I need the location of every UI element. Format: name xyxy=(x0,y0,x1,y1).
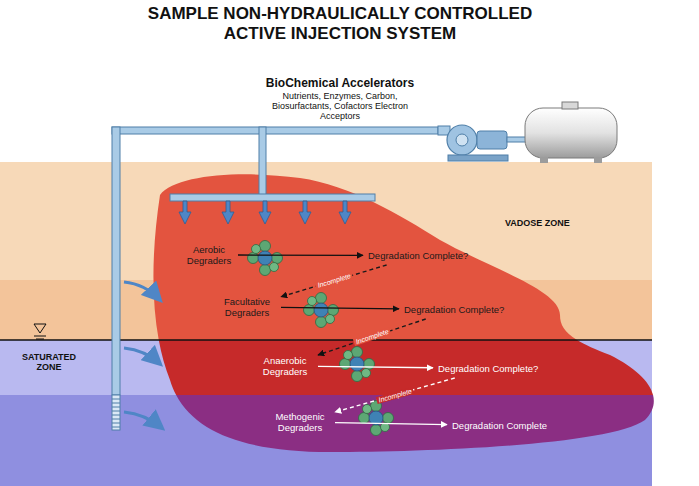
contaminant-molecules xyxy=(248,241,394,436)
injection-flow-arrows xyxy=(124,282,162,428)
well-screen xyxy=(112,395,120,430)
process-arrow xyxy=(318,366,433,367)
pump xyxy=(438,125,527,161)
incomplete-arrow xyxy=(281,265,387,297)
node-text: Degradation Complete? xyxy=(368,250,468,261)
outcome-label: Degradation Complete? xyxy=(402,303,506,316)
diagram-title: SAMPLE NON-HYDRAULICALLY CONTROLLED ACTI… xyxy=(130,4,550,43)
water-table-symbol xyxy=(34,324,46,339)
node-text: Aerobic Degraders xyxy=(185,244,233,266)
spray-nozzles xyxy=(179,201,351,224)
section-heading: BioChemical Accelerators xyxy=(250,77,430,90)
zone-label: SATURATED ZONE xyxy=(18,353,80,373)
storage-tank xyxy=(525,102,617,163)
node-text: Degradation Complete? xyxy=(404,304,504,315)
degrader-label: Methogenic Degraders xyxy=(268,410,332,434)
process-arrow xyxy=(238,254,363,256)
node-text: Degradation Complete xyxy=(452,420,547,431)
additive-list: Nutrients, Enzymes, Carbon, Biosurfactan… xyxy=(270,92,410,122)
incomplete-arrow xyxy=(335,378,455,412)
node-text: Degradation Complete? xyxy=(438,363,538,374)
process-arrow xyxy=(281,307,399,308)
degrader-label: Facultative Degraders xyxy=(216,295,278,319)
water-table xyxy=(0,339,652,341)
node-text: Facultative Degraders xyxy=(218,296,276,318)
node-text: Methogenic Degraders xyxy=(270,411,330,433)
outcome-label: Degradation Complete? xyxy=(436,362,540,375)
degrader-label: Aerobic Degraders xyxy=(183,243,235,267)
outcome-label: Degradation Complete? xyxy=(366,249,470,262)
node-text: Anaerobic Degraders xyxy=(257,355,313,377)
degrader-label: Anaerobic Degraders xyxy=(255,354,315,378)
zone-label: VADOSE ZONE xyxy=(505,219,595,229)
outcome-label: Degradation Complete xyxy=(450,419,549,432)
process-arrow xyxy=(335,423,447,425)
injection-piping xyxy=(112,127,438,395)
incomplete-arrow xyxy=(318,319,426,355)
contaminant-plume xyxy=(153,174,653,452)
